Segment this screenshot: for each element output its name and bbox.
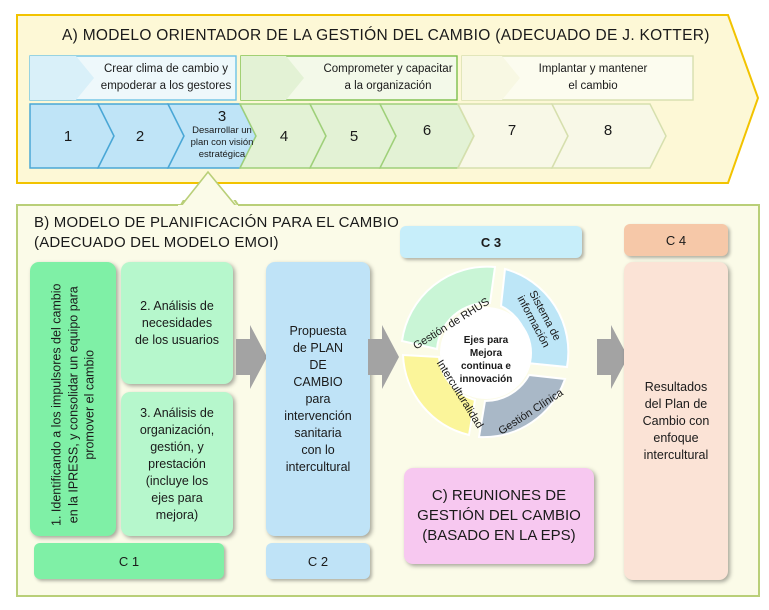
step-7-label: 7 — [507, 122, 517, 139]
cycle-segment-clinica — [477, 373, 567, 439]
c1-impulsores-text: 1. Identificando a los impulsores del ca… — [49, 283, 97, 527]
c3-tag: C 3 — [400, 226, 582, 258]
c2-tag: C 2 — [266, 543, 370, 579]
callout-pointer — [178, 170, 238, 208]
arrow-right-2-icon — [368, 325, 399, 389]
c4-tag: C 4 — [624, 224, 728, 256]
c3-cycle-diagram — [400, 265, 570, 439]
step-8-shape — [550, 103, 667, 169]
cycle-segment-intercultural — [401, 353, 477, 437]
cycle-segment-info — [499, 267, 570, 369]
step-4-label: 4 — [279, 128, 289, 145]
step-3-label: 3 Desarrollar un plan con visión estraté… — [190, 108, 254, 160]
step-8-label: 8 — [603, 122, 613, 139]
arrow-right-3-icon — [597, 325, 628, 389]
c4-resultados-box: Resultados del Plan de Cambio con enfoqu… — [624, 262, 728, 580]
c2-propuesta-box: Propuesta de PLAN DE CAMBIO para interve… — [266, 262, 370, 536]
phase-banners — [29, 55, 694, 101]
c1-analisis-organizacion-box: 3. Análisis de organización, gestión, y … — [121, 392, 233, 536]
section-b-title: B) MODELO DE PLANIFICACIÓN PARA EL CAMBI… — [34, 214, 399, 251]
section-a-title: A) MODELO ORIENTADOR DE LA GESTIÓN DEL C… — [62, 27, 710, 44]
c1-tag: C 1 — [34, 543, 224, 579]
step-5-label: 5 — [349, 128, 359, 145]
arrow-right-1-icon — [236, 325, 267, 389]
cycle-center-label: Ejes para Mejora continua e innovación — [459, 335, 513, 385]
step-1-label: 1 — [63, 128, 73, 145]
kotter-steps — [29, 103, 667, 169]
step-6-label: 6 — [422, 122, 432, 139]
cycle-segment-rhus — [400, 265, 497, 351]
c1-impulsores-box: 1. Identificando a los impulsores del ca… — [30, 262, 116, 536]
step-2-label: 2 — [135, 128, 145, 145]
section-c-box: C) REUNIONES DE GESTIÓN DEL CAMBIO (BASA… — [404, 468, 594, 564]
c1-analisis-usuarios-box: 2. Análisis de necesidades de los usuari… — [121, 262, 233, 384]
